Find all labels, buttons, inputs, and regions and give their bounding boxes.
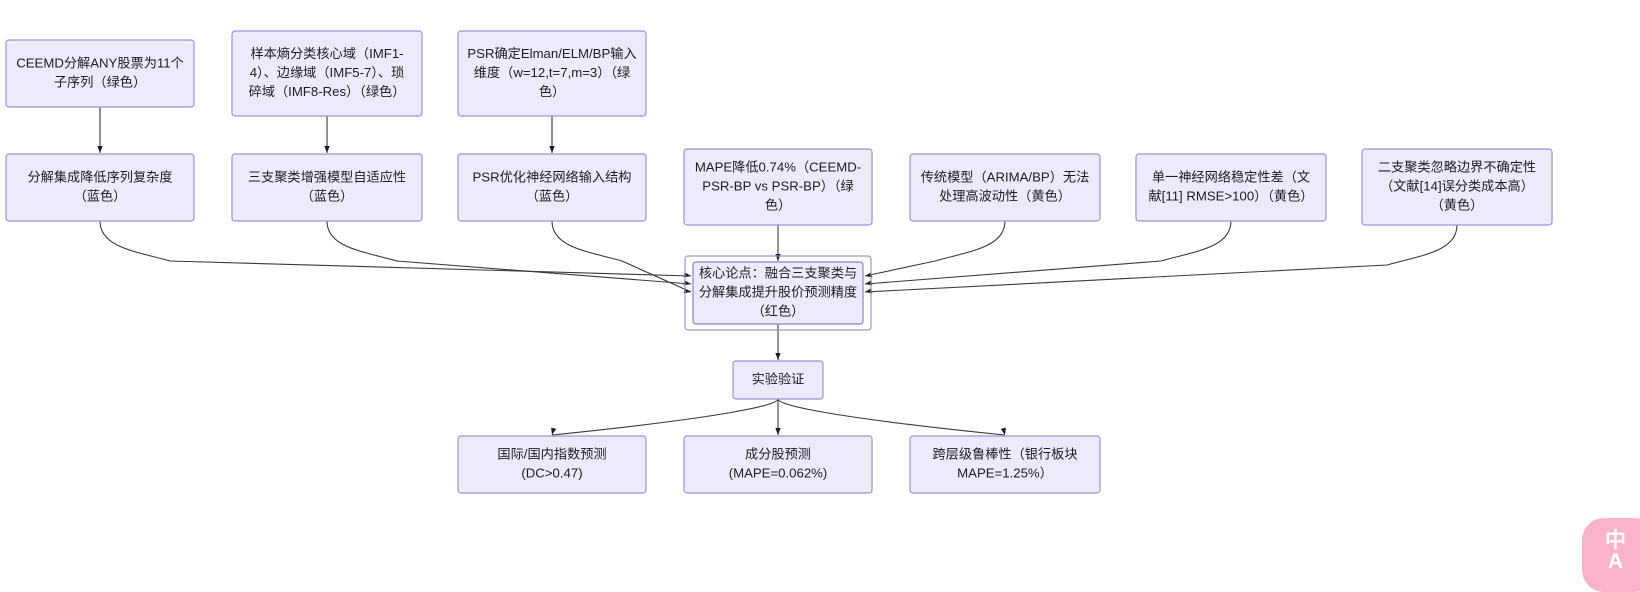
node-label-line: 分解集成降低序列复杂度 bbox=[27, 169, 172, 184]
edge-n4-to-core bbox=[99, 220, 692, 278]
edge-exp-to-r1 bbox=[551, 398, 779, 436]
node-box bbox=[231, 153, 423, 222]
node-n9[interactable]: 单一神经网络稳定性差（文献[11] RMSE>100）（黄色） bbox=[1135, 153, 1327, 222]
edge-arrowhead bbox=[324, 146, 330, 153]
node-label-line: （蓝色） bbox=[301, 187, 354, 203]
node-box bbox=[1361, 148, 1553, 226]
node-n2[interactable]: 样本熵分类核心域（IMF1- 4）、边缘域（IMF5-7）、琐碎域（IMF8-Re… bbox=[231, 30, 423, 117]
node-r1[interactable]: 国际/国内指数预测 (DC>0.47) bbox=[457, 435, 647, 494]
node-label-line: （红色） bbox=[752, 302, 805, 318]
edge-line bbox=[864, 220, 1006, 277]
edge-arrowhead bbox=[775, 254, 781, 261]
node-label-line: 4）、边缘域（IMF5-7）、琐 bbox=[250, 64, 405, 80]
node-label-line: 碎域（IMF8-Res）（绿色） bbox=[249, 83, 406, 99]
node-label-line: 实验验证 bbox=[752, 371, 805, 386]
node-box bbox=[683, 148, 873, 226]
edge-exp-to-r3 bbox=[777, 398, 1006, 436]
node-label-line: 国际/国内指数预测 bbox=[497, 446, 606, 461]
edge-arrowhead bbox=[775, 428, 781, 435]
node-box bbox=[683, 435, 873, 494]
node-exp[interactable]: 实验验证 bbox=[732, 360, 824, 400]
node-label-line: 处理高波动性（黄色） bbox=[939, 187, 1071, 203]
node-box bbox=[5, 153, 195, 222]
edge-n8-to-core bbox=[864, 220, 1006, 278]
node-label-line: 三支聚类增强模型自适应性 bbox=[248, 169, 406, 184]
node-label-line: 色） bbox=[765, 196, 791, 212]
edge-n5-to-core bbox=[326, 220, 692, 286]
edge-arrowhead bbox=[551, 427, 557, 435]
node-r3[interactable]: 跨层级鲁棒性（银行板块 MAPE=1.25%） bbox=[909, 435, 1101, 494]
edge-n6-to-core bbox=[551, 220, 692, 294]
edge-exp-to-r2 bbox=[775, 399, 781, 435]
node-label-line: 样本熵分类核心域（IMF1- bbox=[250, 46, 403, 61]
node-n6[interactable]: PSR优化神经网络输入结构 （蓝色） bbox=[457, 153, 647, 222]
node-box bbox=[732, 360, 824, 400]
node-label-line: CEEMD分解ANY股票为11个 bbox=[16, 55, 184, 70]
edge-line bbox=[777, 398, 1006, 436]
watermark-line-1: 中 bbox=[1605, 529, 1626, 552]
node-label-line: 单一神经网络稳定性差（文 bbox=[1152, 169, 1310, 184]
node-box bbox=[5, 39, 195, 108]
node-label-line: （蓝色） bbox=[74, 187, 127, 203]
edge-line bbox=[326, 220, 692, 285]
edge-arrowhead bbox=[97, 146, 103, 153]
node-box bbox=[1135, 153, 1327, 222]
node-label-line: 色） bbox=[539, 83, 565, 99]
edge-line bbox=[864, 224, 1458, 293]
edge-arrowhead bbox=[1000, 427, 1006, 435]
edge-n3-to-n6 bbox=[549, 116, 555, 153]
node-label-line: PSR-BP vs PSR-BP）（绿 bbox=[702, 178, 853, 193]
edge-line bbox=[551, 398, 779, 436]
node-n5[interactable]: 三支聚类增强模型自适应性 （蓝色） bbox=[231, 153, 423, 222]
node-label-line: （文献[14]误分类成本高） bbox=[1380, 177, 1534, 193]
node-label-line: 献[11] RMSE>100）（黄色） bbox=[1148, 187, 1313, 203]
node-label-line: （蓝色） bbox=[526, 187, 579, 203]
watermark-line-2: A bbox=[1607, 550, 1623, 573]
node-box bbox=[457, 30, 647, 117]
node-label-line: MAPE=1.25%） bbox=[957, 465, 1053, 480]
node-label-line: PSR优化神经网络输入结构 bbox=[473, 169, 632, 184]
node-label-line: 二支聚类忽略边界不确定性 bbox=[1378, 159, 1536, 174]
node-label-line: 子序列（绿色） bbox=[54, 73, 146, 89]
node-box bbox=[231, 30, 423, 117]
node-label-line: 跨层级鲁棒性（银行板块 bbox=[932, 446, 1077, 461]
node-label-line: PSR确定Elman/ELM/BP输入 bbox=[467, 46, 636, 61]
edge-line bbox=[551, 220, 692, 293]
edge-n10-to-core bbox=[864, 224, 1458, 294]
node-n4[interactable]: 分解集成降低序列复杂度 （蓝色） bbox=[5, 153, 195, 222]
flowchart-canvas: CEEMD分解ANY股票为11个子序列（绿色） 样本熵分类核心域（IMF1- 4）、… bbox=[5, 30, 1640, 592]
node-emphasis-ring bbox=[684, 255, 872, 331]
edge-line bbox=[99, 220, 692, 277]
node-label-line: 成分股预测 bbox=[745, 446, 811, 461]
node-r2[interactable]: 成分股预测 (MAPE=0.062%) bbox=[683, 435, 873, 494]
edge-arrowhead bbox=[775, 353, 781, 360]
node-label-line: (MAPE=0.062%) bbox=[729, 465, 828, 480]
node-label-line: （黄色） bbox=[1431, 196, 1484, 212]
node-label-line: 传统模型（ARIMA/BP）无法 bbox=[921, 169, 1090, 184]
node-n10[interactable]: 二支聚类忽略边界不确定性 （文献[14]误分类成本高） （黄色） bbox=[1361, 148, 1553, 226]
node-label-line: 核心论点：融合三支聚类与 bbox=[699, 265, 857, 280]
edge-arrowhead bbox=[549, 146, 555, 153]
node-box bbox=[457, 435, 647, 494]
node-box bbox=[457, 153, 647, 222]
node-label-line: 分解集成提升股价预测精度 bbox=[699, 284, 857, 299]
node-label-line: MAPE降低0.74%（CEEMD- bbox=[695, 159, 861, 174]
node-label-line: 维度（w=12,t=7,m=3）（绿 bbox=[474, 65, 630, 80]
node-n7[interactable]: MAPE降低0.74%（CEEMD- PSR-BP vs PSR-BP）（绿色） bbox=[683, 148, 873, 226]
node-box bbox=[692, 261, 864, 325]
edge-n2-to-n5 bbox=[324, 116, 330, 153]
edge-line bbox=[864, 220, 1232, 285]
edge-n1-to-n4 bbox=[97, 107, 103, 153]
node-box bbox=[909, 153, 1101, 222]
node-box bbox=[909, 435, 1101, 494]
node-label-line: (DC>0.47) bbox=[521, 465, 582, 480]
